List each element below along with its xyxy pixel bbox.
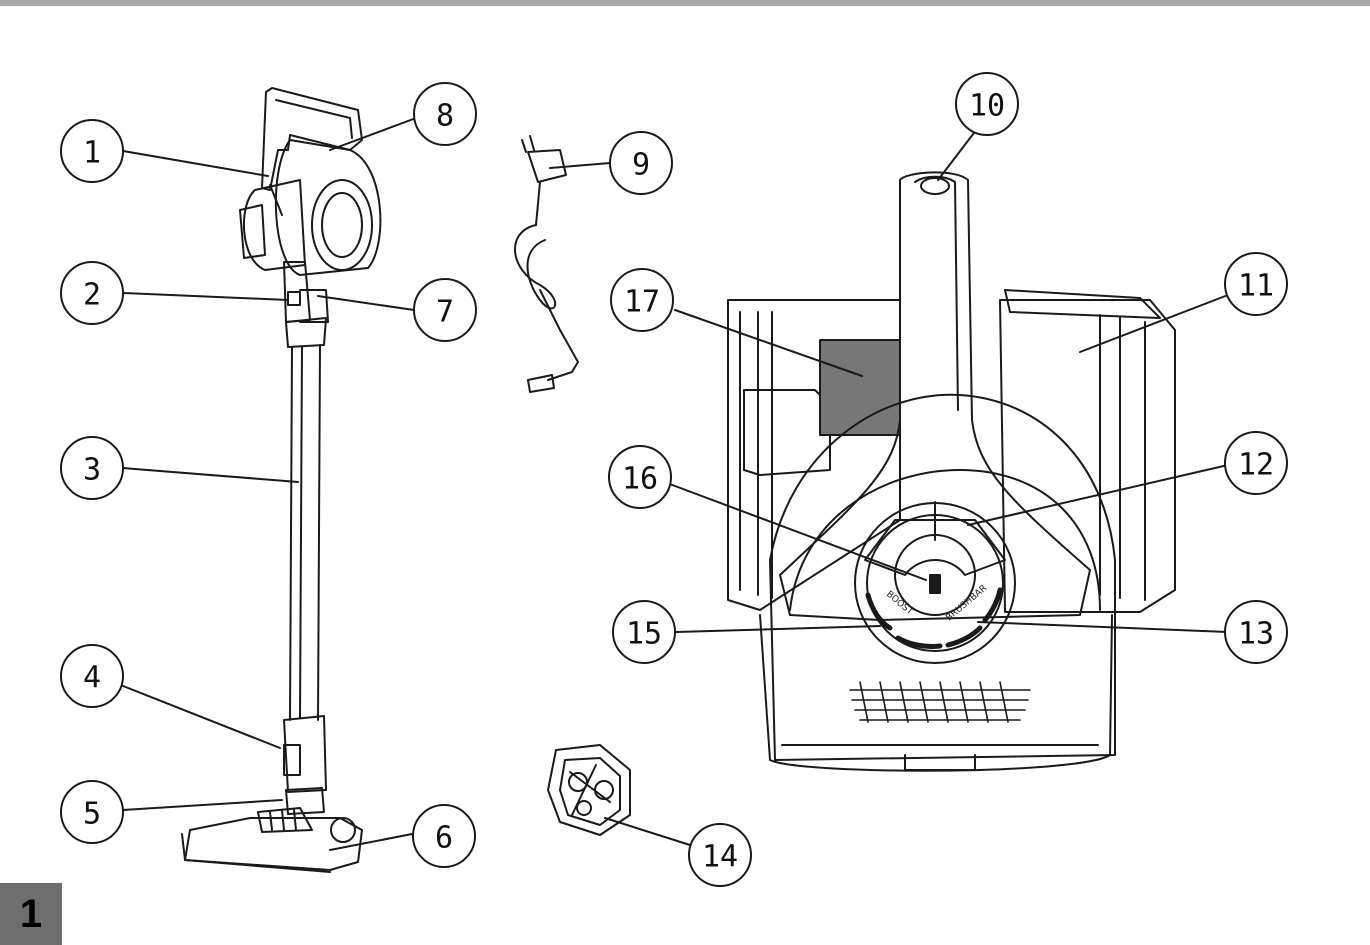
callout-label-3: 3 — [83, 453, 101, 488]
callout-circle-13 — [1224, 600, 1288, 664]
stick-vacuum-illustration — [181, 87, 382, 873]
callout-circle-15 — [612, 600, 676, 664]
callout-label-1: 1 — [83, 136, 101, 171]
callout-label-9: 9 — [632, 148, 650, 183]
leader-lines — [122, 117, 1229, 851]
callout-circle-9 — [609, 131, 673, 195]
callout-label-17: 17 — [624, 285, 660, 320]
callout-circle-8 — [413, 82, 477, 146]
callout-circle-17 — [610, 268, 674, 332]
callout-label-12: 12 — [1238, 448, 1274, 483]
callout-label-4: 4 — [83, 661, 101, 696]
callout-label-14: 14 — [702, 840, 738, 875]
callout-circles — [60, 72, 1288, 887]
top-rule — [0, 0, 1370, 6]
callout-circle-11 — [1224, 252, 1288, 316]
callout-label-15: 15 — [626, 617, 662, 652]
callout-circle-5 — [60, 780, 124, 844]
charger-illustration — [514, 135, 579, 393]
figure-number-badge: 1 — [0, 883, 62, 945]
callout-circle-14 — [688, 823, 752, 887]
callout-label-11: 11 — [1238, 269, 1274, 304]
callout-circle-12 — [1224, 431, 1288, 495]
callout-circle-10 — [955, 72, 1019, 136]
callout-circle-3 — [60, 436, 124, 500]
callout-label-6: 6 — [435, 821, 453, 856]
callout-circle-6 — [412, 804, 476, 868]
callout-label-2: 2 — [83, 278, 101, 313]
callout-label-16: 16 — [622, 462, 658, 497]
callout-label-7: 7 — [436, 295, 454, 330]
filter-part-illustration — [547, 744, 631, 836]
callout-circle-16 — [608, 445, 672, 509]
handheld-rear-view-illustration — [727, 171, 1176, 772]
callout-label-10: 10 — [969, 89, 1005, 124]
callout-circle-1 — [60, 119, 124, 183]
callout-circle-4 — [60, 644, 124, 708]
callout-label-13: 13 — [1238, 617, 1274, 652]
callout-circle-2 — [60, 261, 124, 325]
callout-circle-7 — [413, 278, 477, 342]
callout-label-5: 5 — [83, 797, 101, 832]
callout-label-8: 8 — [436, 99, 454, 134]
